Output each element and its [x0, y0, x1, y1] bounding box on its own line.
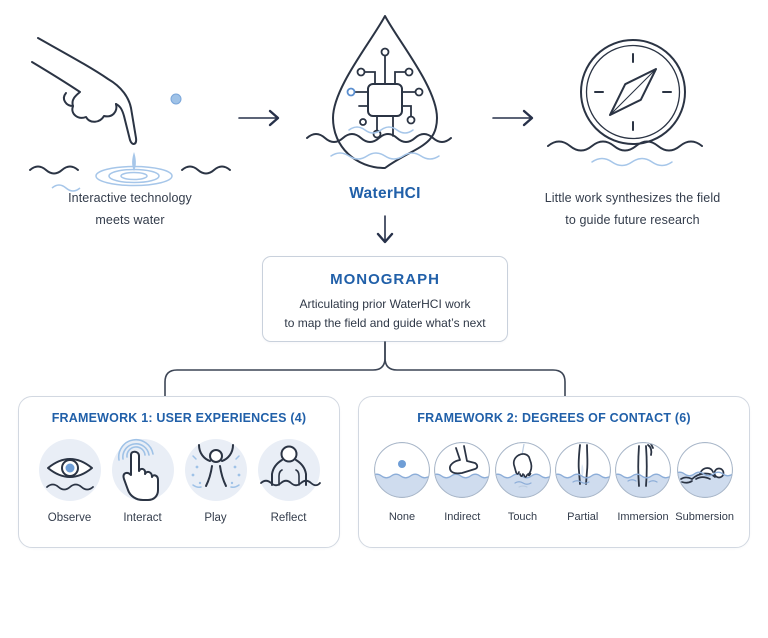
item-label: Observe — [47, 512, 92, 524]
dot-above-water-icon — [374, 439, 430, 501]
framework2-item-submersion: Submersion — [675, 439, 734, 523]
item-label: Reflect — [270, 512, 307, 524]
caption-left: Interactive technology meets water — [30, 188, 230, 232]
body-immersed-icon — [615, 439, 671, 501]
caption-right-line2: to guide future research — [565, 212, 700, 227]
person-in-water-icon — [257, 439, 321, 501]
framework2-item-immersion: Immersion — [615, 439, 671, 523]
water-drop-chip-icon — [306, 15, 452, 169]
right-arrow-icon — [238, 109, 280, 127]
splashing-person-icon — [184, 439, 247, 501]
caption-right: Little work synthesizes the field to gui… — [515, 188, 750, 232]
item-label: Indirect — [444, 511, 481, 523]
item-label: None — [388, 511, 416, 523]
framework1-item-observe: Observe — [38, 439, 101, 524]
framework1-item-play: Play — [184, 439, 247, 524]
framework1-item-reflect: Reflect — [257, 439, 321, 524]
framework2-item-indirect: Indirect — [434, 439, 491, 523]
legs-partially-submerged-icon — [554, 439, 611, 501]
framework2-item-touch: Touch — [494, 439, 551, 523]
framework2-items: None Indirect — [359, 439, 749, 523]
hand-touching-surface-icon — [494, 439, 551, 501]
monograph-text-line1: Articulating prior WaterHCI work — [299, 297, 471, 311]
item-label: Immersion — [617, 511, 669, 523]
caption-right-line1: Little work synthesizes the field — [544, 191, 721, 205]
framework1-box: FRAMEWORK 1: USER EXPERIENCES (4) Observ… — [18, 396, 340, 548]
foot-above-water-icon — [434, 439, 491, 501]
hand-touching-water-icon — [29, 37, 231, 192]
caption-left-line2: meets water — [95, 212, 165, 227]
compass-icon — [547, 39, 703, 167]
caption-left-line1: Interactive technology — [68, 191, 192, 205]
framework2-title: FRAMEWORK 2: DEGREES OF CONTACT (6) — [417, 411, 691, 425]
framework1-item-interact: Interact — [111, 438, 174, 524]
waterhci-label: WaterHCI — [349, 185, 421, 202]
item-label: Submersion — [675, 511, 734, 523]
framework2-item-none: None — [374, 439, 430, 523]
framework1-title: FRAMEWORK 1: USER EXPERIENCES (4) — [51, 411, 307, 425]
pointing-hand-ripples-icon — [111, 438, 174, 501]
monograph-title: MONOGRAPH — [330, 271, 440, 288]
eye-above-water-icon — [38, 439, 101, 501]
item-label: Interact — [123, 512, 162, 524]
item-label: Partial — [567, 511, 599, 523]
down-arrow-icon — [376, 215, 394, 244]
monograph-text-line2: to map the field and guide what’s next — [284, 316, 486, 331]
swimmer-submerged-icon — [676, 439, 733, 501]
item-label: Play — [204, 512, 227, 524]
monograph-text: Articulating prior WaterHCI work to map … — [263, 295, 507, 333]
framework2-box: FRAMEWORK 2: DEGREES OF CONTACT (6) — [358, 396, 750, 548]
framework1-items: Observe Interact — [19, 438, 339, 524]
monograph-box: MONOGRAPH Articulating prior WaterHCI wo… — [262, 256, 508, 342]
framework2-item-partial: Partial — [554, 439, 611, 523]
branch-connector — [164, 341, 566, 397]
right-arrow-icon — [492, 109, 534, 127]
item-label: Touch — [507, 511, 538, 523]
